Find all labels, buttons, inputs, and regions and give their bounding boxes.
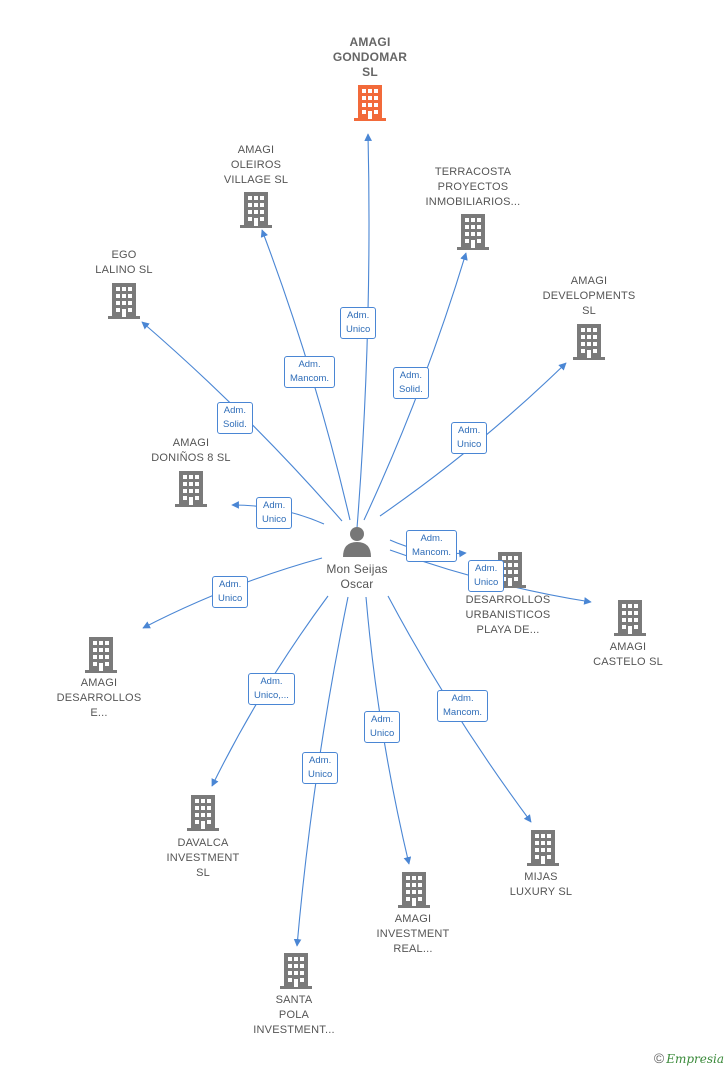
relation-badge-amagi-castelo[interactable]: Adm. Unico	[468, 560, 505, 592]
building-icon[interactable]	[527, 830, 559, 866]
company-label-amagi-investment[interactable]: AMAGI INVESTMENT REAL...	[376, 913, 450, 955]
relation-badge-amagi-gondomar[interactable]: Adm. Unico	[340, 307, 377, 339]
relation-badge-amagi-desarrollos[interactable]: Adm. Unico	[212, 576, 249, 608]
relation-badge-desarrollos-playa[interactable]: Adm. Mancom.	[406, 530, 458, 562]
person-icon[interactable]	[343, 527, 371, 557]
building-icon[interactable]	[108, 283, 140, 319]
company-label-amagi-oleiros[interactable]: AMAGI OLEIROS VILLAGE SL	[223, 144, 289, 186]
relation-badge-amagi-oleiros[interactable]: Adm. Mancom.	[284, 356, 336, 388]
building-icon[interactable]	[240, 192, 272, 228]
footer-brand: ©Empresia	[654, 1050, 724, 1066]
relation-badge-amagi-developments[interactable]: Adm. Unico	[451, 422, 488, 454]
building-icon[interactable]	[85, 637, 117, 673]
building-icon[interactable]	[175, 471, 207, 507]
company-label-amagi-castelo[interactable]: AMAGI CASTELO SL	[593, 641, 663, 668]
building-icon[interactable]	[398, 872, 430, 908]
relation-badge-santa-pola[interactable]: Adm. Unico	[302, 752, 339, 784]
building-icon[interactable]	[280, 953, 312, 989]
company-label-davalca[interactable]: DAVALCA INVESTMENT SL	[166, 837, 240, 879]
person-name[interactable]: Mon Seijas Oscar	[326, 562, 388, 591]
relation-badge-mijas-luxury[interactable]: Adm. Mancom.	[437, 690, 489, 722]
company-label-mijas-luxury[interactable]: MIJAS LUXURY SL	[509, 871, 573, 898]
brand-logo: Empresia	[666, 1052, 724, 1066]
building-icon[interactable]	[573, 324, 605, 360]
relation-badge-davalca[interactable]: Adm. Unico,...	[248, 673, 295, 705]
building-icon[interactable]	[187, 795, 219, 831]
company-label-santa-pola[interactable]: SANTA POLA INVESTMENT...	[253, 994, 335, 1036]
company-label-desarrollos-playa[interactable]: DESARROLLOS URBANISTICOS PLAYA DE...	[465, 594, 551, 636]
building-icon[interactable]	[457, 214, 489, 250]
company-label-amagi-developments[interactable]: AMAGI DEVELOPMENTS SL	[542, 275, 636, 317]
company-label-amagi-doninos[interactable]: AMAGI DONIÑOS 8 SL	[151, 437, 231, 464]
company-label-amagi-desarrollos[interactable]: AMAGI DESARROLLOS E...	[56, 677, 142, 719]
relation-badge-amagi-doninos[interactable]: Adm. Unico	[256, 497, 293, 529]
copyright-icon: ©	[653, 1050, 665, 1066]
building-icon[interactable]	[614, 600, 646, 636]
company-label-terracosta[interactable]: TERRACOSTA PROYECTOS INMOBILIARIOS...	[425, 166, 521, 208]
company-label-ego-lalino[interactable]: EGO LALINO SL	[95, 249, 153, 276]
building-icon[interactable]	[354, 85, 386, 121]
relation-badge-ego-lalino[interactable]: Adm. Solid.	[217, 402, 253, 434]
relation-badge-terracosta[interactable]: Adm. Solid.	[393, 367, 429, 399]
relation-badge-amagi-investment[interactable]: Adm. Unico	[364, 711, 401, 743]
company-label-amagi-gondomar[interactable]: AMAGI GONDOMAR SL	[332, 35, 408, 79]
